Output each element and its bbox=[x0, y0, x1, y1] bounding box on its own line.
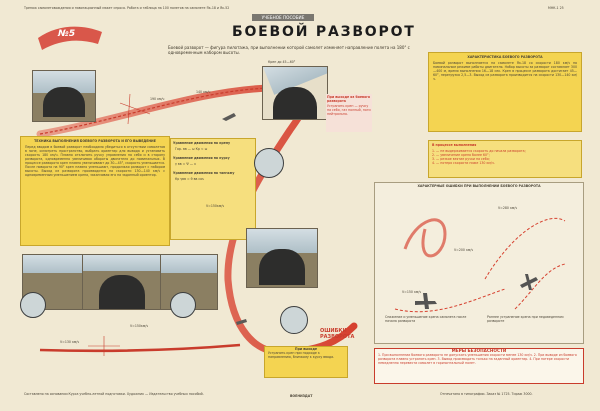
intro-text: Боевой разворот — фигура пилотажа, при в… bbox=[168, 45, 410, 55]
characteristic-body: Боевой разворот выполняется на самолете … bbox=[433, 61, 577, 81]
instrument-panel-icon bbox=[259, 249, 305, 285]
attitude-indicator-icon bbox=[280, 306, 308, 334]
curve-label: ОШИБКИ РАЗВОРОТА bbox=[320, 328, 355, 340]
equations-box: Уравнение движения по крену Гор. вв — ω … bbox=[170, 138, 256, 240]
eq-heading-3: Уравнение движения по тангажу bbox=[173, 171, 235, 175]
stamp: УЧЕБНОЕ ПОСОБИЕ bbox=[252, 14, 314, 21]
eq-formula-3: Кр γвв = θ вв cos bbox=[175, 177, 204, 181]
eq-formula-2: γ вв = Ψ — ν bbox=[175, 162, 196, 166]
errors-item: 2. — увеличение крена более 60°; bbox=[432, 153, 490, 157]
eq-heading-2: Уравнение движения по курсу bbox=[173, 156, 230, 160]
instrument-panel-icon bbox=[43, 87, 85, 117]
pink-note-body: Устранить крен — ручку на себя, газ полн… bbox=[327, 104, 371, 116]
technique-body: Перед вводом в боевой разворот необходим… bbox=[25, 145, 165, 177]
error-caption-left: Снижение и уменьшение крена самолета пос… bbox=[385, 315, 467, 323]
speed-200: V=200 км/ч bbox=[454, 248, 474, 252]
errors-item: 1. — не выдерживается скорость до начала… bbox=[432, 149, 526, 153]
speed-130: V=130 км/ч bbox=[60, 340, 80, 344]
safety-rules-box: МЕРЫ БЕЗОПАСНОСТИ 1. При выполнении боев… bbox=[374, 348, 584, 384]
badge-ribbon bbox=[38, 22, 102, 54]
header-top-line: Тренаж самолетовождения и навигационный … bbox=[24, 6, 230, 10]
page-title: БОЕВОЙ РАЗВОРОТ bbox=[232, 24, 416, 40]
crew-view-label: Крен до 45—60° bbox=[268, 60, 296, 64]
bottom-note-body: Устранить крен при подходе к направлению… bbox=[268, 351, 335, 359]
cockpit-view-1 bbox=[32, 70, 96, 122]
errors-box: В процессе выполнения 1. — не выдерживае… bbox=[428, 140, 582, 178]
errors-title: В процессе выполнения bbox=[432, 143, 477, 147]
speed-150c: V=150 км/ч bbox=[402, 290, 422, 294]
safety-rules-body: 1. При выполнении боевого разворота не д… bbox=[378, 353, 577, 365]
errors-item: 3. — резкое взятие ручки на себя; bbox=[432, 157, 490, 161]
pink-note-title: При выходе из боевого разворота bbox=[327, 95, 371, 103]
characteristic-title: ХАРАКТЕРИСТИКА БОЕВОГО РАЗВОРОТА bbox=[467, 55, 543, 59]
attitude-indicator-icon bbox=[254, 148, 284, 178]
eq-formula-1: Гор. вв — ω Кр ≈ ω bbox=[175, 147, 208, 151]
badge-number: №5 bbox=[58, 29, 76, 39]
speed-140: 140 км/ч bbox=[196, 90, 211, 94]
errors-item: 4. — потеря скорости ниже 130 км/ч. bbox=[432, 161, 495, 165]
speed-150a: V=150км/ч bbox=[206, 204, 225, 208]
header-code: МНК-1 25 bbox=[548, 6, 564, 10]
instrument-panel-icon bbox=[273, 87, 317, 119]
attitude-indicator-icon bbox=[170, 292, 196, 318]
speed-150b: V=150км/ч bbox=[130, 324, 149, 328]
safety-rules-title: МЕРЫ БЕЗОПАСНОСТИ bbox=[451, 348, 507, 353]
footer-left: Составлено на основании Курса учебно-лет… bbox=[24, 392, 204, 396]
instrument-panel-icon bbox=[99, 275, 145, 309]
error-diagrams bbox=[394, 217, 566, 313]
footer-right: Отпечатано в типографии. Заказ № 1725. Т… bbox=[440, 392, 533, 396]
speed-280: V=280 км/ч bbox=[498, 206, 518, 210]
eq-heading-1: Уравнение движения по крену bbox=[173, 141, 231, 145]
typical-errors-title: ХАРАКТЕРНЫЕ ОШИБКИ ПРИ ВЫПОЛНЕНИИ БОЕВОГ… bbox=[417, 184, 541, 188]
footer-mid: ВОЕНИЗДАТ bbox=[290, 394, 313, 398]
bottom-note-title: При выходе bbox=[294, 347, 318, 351]
bottom-note: При выходе Устранить крен при подходе к … bbox=[264, 346, 348, 378]
pink-note: При выходе из боевого разворота Устранит… bbox=[326, 94, 372, 132]
technique-title: ТЕХНИКА ВЫПОЛНЕНИЯ БОЕВОГО РАЗВОРОТА И Е… bbox=[34, 139, 156, 143]
characteristic-box: ХАРАКТЕРИСТИКА БОЕВОГО РАЗВОРОТА Боевой … bbox=[428, 52, 582, 132]
speed-190: 190 км/ч bbox=[150, 97, 165, 101]
cockpit-view-3 bbox=[246, 228, 318, 288]
typical-errors-panel: ХАРАКТЕРНЫЕ ОШИБКИ ПРИ ВЫПОЛНЕНИИ БОЕВОГ… bbox=[374, 182, 584, 344]
technique-box: ТЕХНИКА ВЫПОЛНЕНИЯ БОЕВОГО РАЗВОРОТА И Е… bbox=[20, 136, 170, 246]
cockpit-view-5 bbox=[82, 254, 162, 310]
attitude-indicator-icon bbox=[20, 292, 46, 318]
cockpit-view-2 bbox=[262, 66, 328, 120]
error-caption-right: Раннее устранение крена при недоведенном… bbox=[487, 315, 564, 323]
